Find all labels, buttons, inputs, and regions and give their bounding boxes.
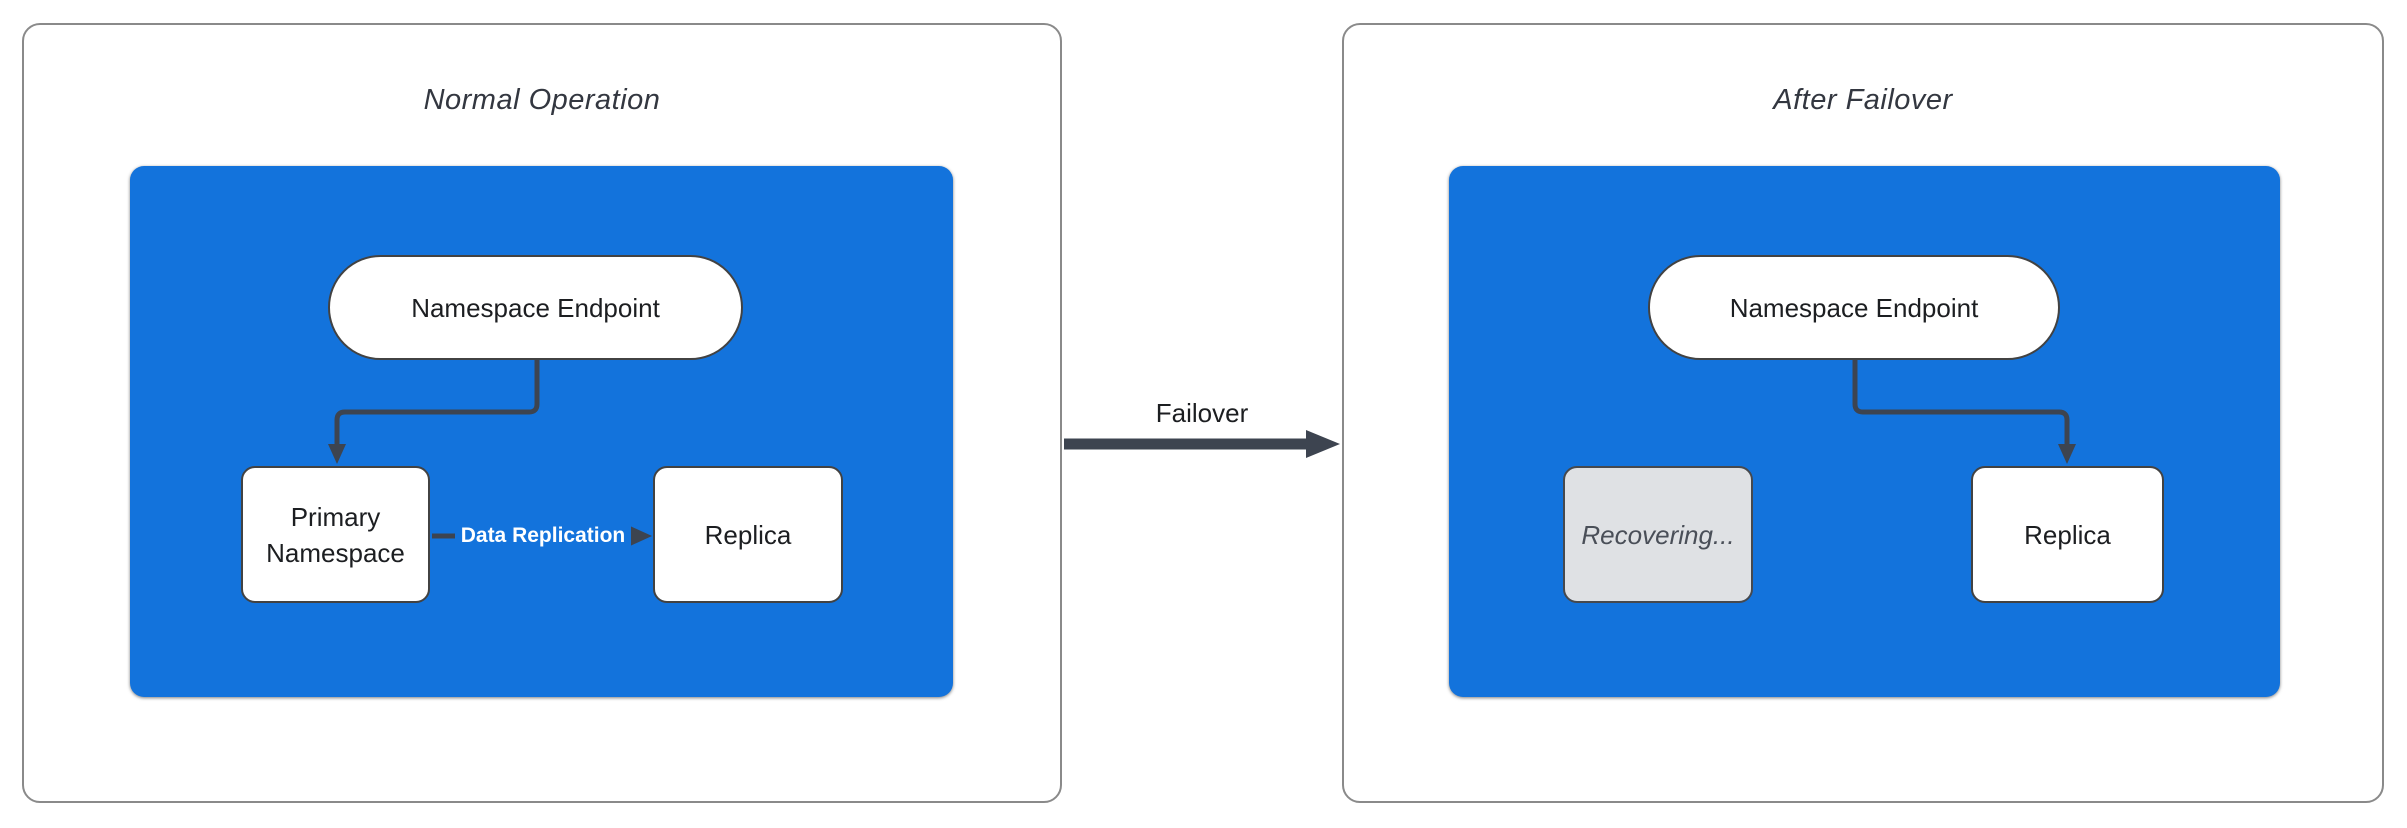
data-replication-edge-label: Data Replication bbox=[455, 521, 631, 551]
failover-arrowhead bbox=[1306, 430, 1340, 458]
primary-namespace-label: Primary Namespace bbox=[266, 501, 405, 568]
recovering-node: Recovering... bbox=[1563, 466, 1753, 603]
panel-title-normal-operation: Normal Operation bbox=[423, 84, 661, 116]
panel-title-after-failover: After Failover bbox=[1773, 84, 1953, 116]
replica-label: Replica bbox=[2024, 519, 2111, 550]
replica-node-failover: Replica bbox=[1971, 466, 2164, 603]
replica-label: Replica bbox=[704, 519, 792, 550]
cluster-normal bbox=[130, 166, 953, 697]
replica-node-normal: Replica bbox=[653, 466, 843, 603]
namespace-endpoint-node-normal: Namespace Endpoint bbox=[328, 255, 743, 360]
namespace-endpoint-label: Namespace Endpoint bbox=[411, 292, 660, 323]
namespace-endpoint-label: Namespace Endpoint bbox=[1729, 292, 1979, 323]
cluster-failover bbox=[1449, 166, 2280, 697]
primary-namespace-node: Primary Namespace bbox=[241, 466, 430, 603]
namespace-endpoint-node-failover: Namespace Endpoint bbox=[1648, 255, 2060, 360]
failover-arrow-label: Failover bbox=[1155, 398, 1249, 428]
recovering-label: Recovering... bbox=[1581, 519, 1735, 550]
